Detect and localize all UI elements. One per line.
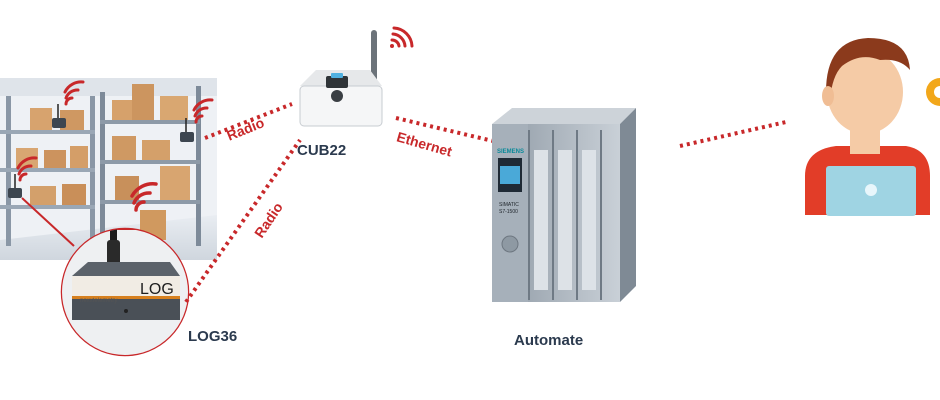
log-badge: LOG (140, 281, 174, 298)
plc-brand: SIEMENS (497, 149, 524, 155)
cub-label: CUB22 (297, 142, 347, 159)
plc-automate: SIEMENS SIMATIC S7-1500 (492, 108, 636, 302)
cub-gateway (299, 30, 383, 127)
radio-link-log (184, 138, 302, 304)
radio-link-warehouse (204, 102, 293, 140)
wifi-signal-icon (63, 80, 85, 106)
wifi-signal-icon (130, 182, 158, 212)
laptop-icon (826, 166, 916, 216)
wifi-signal-icon (192, 98, 214, 124)
log-sensor-zoom: LOG nexxtelemetry (21, 197, 190, 357)
plc-label: Automate (514, 332, 584, 349)
gear-icon (926, 78, 940, 106)
wifi-signal-icon (16, 156, 38, 182)
wifi-signal-icon (390, 26, 414, 48)
plc-user-link (679, 120, 787, 148)
plc-model-line2: SIMATIC (499, 202, 519, 208)
ethernet-link (395, 116, 494, 143)
log-label: LOG36 (188, 328, 238, 345)
plc-model-line1: S7-1500 (499, 209, 518, 215)
log-brand: nexxtelemetry (80, 298, 117, 304)
